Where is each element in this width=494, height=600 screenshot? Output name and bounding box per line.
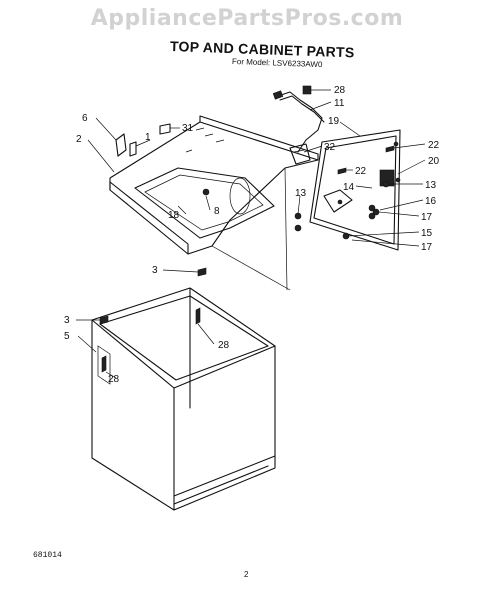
watermark: AppliancePartsPros.com: [90, 6, 404, 31]
leader-lines: [76, 89, 426, 379]
cabinet: [91, 287, 276, 511]
callout-32: 32: [324, 142, 336, 153]
callout-17: 17: [421, 242, 433, 253]
callout-11: 11: [334, 98, 345, 109]
callout-3: 3: [64, 315, 70, 326]
lid-switch-harness: [272, 90, 325, 165]
callout-1: 1: [145, 132, 151, 143]
callout-28: 28: [108, 374, 120, 385]
callout-22: 22: [355, 166, 367, 177]
callout-15: 15: [421, 228, 433, 239]
callout-6: 6: [82, 113, 88, 124]
callout-13: 13: [425, 180, 437, 191]
callout-14: 14: [343, 182, 355, 193]
callout-22: 22: [428, 140, 440, 151]
hardware-parts: [99, 85, 395, 373]
callout-labels: 28 11 19 22 20 32 22 14 13 16 13 17 15 1…: [64, 85, 440, 385]
callout-28: 28: [218, 340, 230, 351]
callout-2: 2: [76, 134, 82, 145]
callout-28: 28: [334, 85, 346, 96]
callout-13: 13: [295, 188, 307, 199]
callout-19: 19: [328, 116, 340, 127]
callout-20: 20: [428, 156, 440, 167]
callout-18: 18: [168, 210, 180, 221]
top-panel: [109, 115, 319, 291]
callout-8: 8: [214, 206, 220, 217]
callout-16: 16: [425, 196, 437, 207]
document-number: 681014: [33, 551, 62, 560]
callout-3: 3: [152, 265, 158, 276]
page-number: 2: [244, 570, 249, 579]
callout-5: 5: [64, 331, 70, 342]
callout-17: 17: [421, 212, 433, 223]
callout-31: 31: [182, 123, 194, 134]
